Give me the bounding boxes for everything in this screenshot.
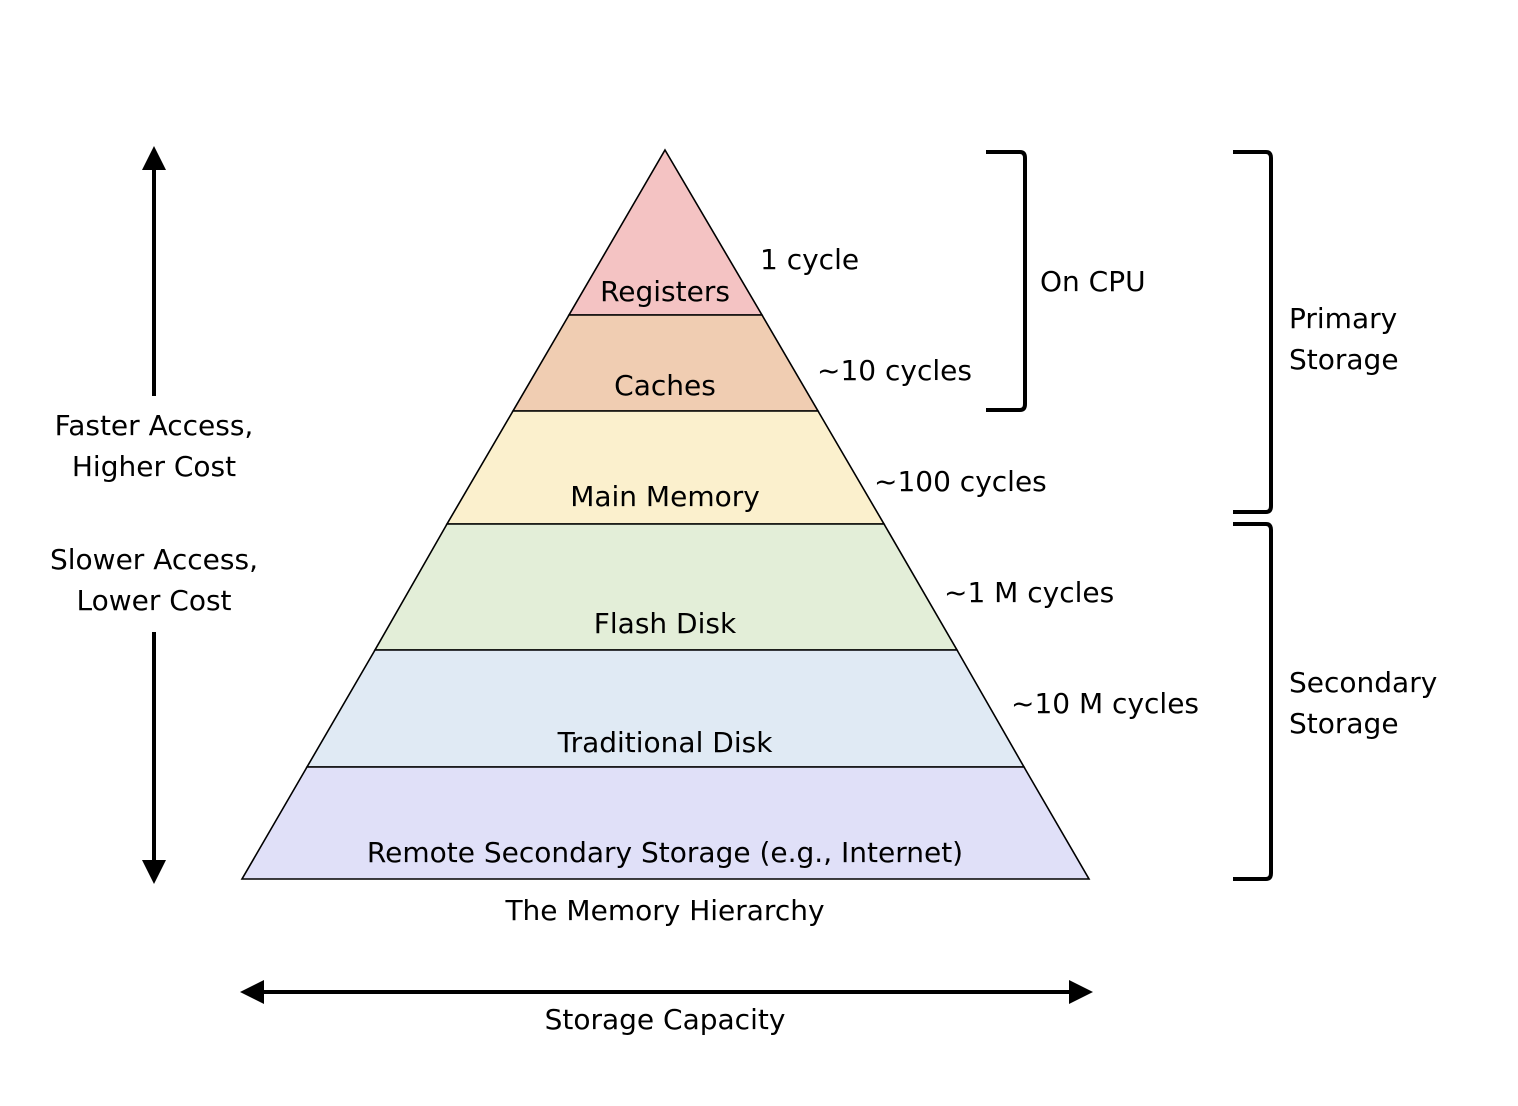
secondary-storage-bracket	[1233, 522, 1273, 881]
tier-remote-storage	[240, 766, 1091, 880]
latency-flash-disk: ~1 M cycles	[944, 576, 1114, 609]
latency-registers: 1 cycle	[760, 243, 859, 276]
primary-storage-bracket	[1233, 150, 1273, 514]
secondary-storage-label-line1: Secondary	[1289, 666, 1437, 699]
latency-traditional-disk: ~10 M cycles	[1011, 687, 1199, 720]
tier-label-traditional-disk: Traditional Disk	[557, 726, 774, 759]
storage-capacity-label: Storage Capacity	[545, 1003, 786, 1036]
tier-label-flash-disk: Flash Disk	[594, 607, 737, 640]
latency-main-memory: ~100 cycles	[874, 465, 1047, 498]
primary-storage-label-line1: Primary	[1289, 302, 1397, 335]
pyramid	[240, 148, 1091, 880]
on-cpu-label: On CPU	[1040, 265, 1146, 298]
diagram-title: The Memory Hierarchy	[504, 894, 824, 927]
faster-access-label-line2: Higher Cost	[72, 450, 236, 483]
latency-caches: ~10 cycles	[817, 354, 972, 387]
slower-access-label-line1: Slower Access,	[50, 543, 258, 576]
brackets: On CPU Primary Storage Secondary Storage	[986, 150, 1437, 881]
tier-label-main-memory: Main Memory	[570, 480, 760, 513]
faster-access-label-line1: Faster Access,	[55, 409, 254, 442]
tier-label-remote-storage: Remote Secondary Storage (e.g., Internet…	[367, 836, 963, 869]
tier-label-registers: Registers	[600, 275, 730, 308]
on-cpu-bracket	[986, 150, 1027, 412]
slower-access-label-line2: Lower Cost	[76, 584, 231, 617]
primary-storage-label-line2: Storage	[1289, 343, 1399, 376]
tier-label-caches: Caches	[614, 369, 716, 402]
bottom-axis: Storage Capacity	[240, 980, 1093, 1036]
secondary-storage-label-line2: Storage	[1289, 707, 1399, 740]
left-axis: Faster Access, Higher Cost Slower Access…	[50, 146, 258, 884]
